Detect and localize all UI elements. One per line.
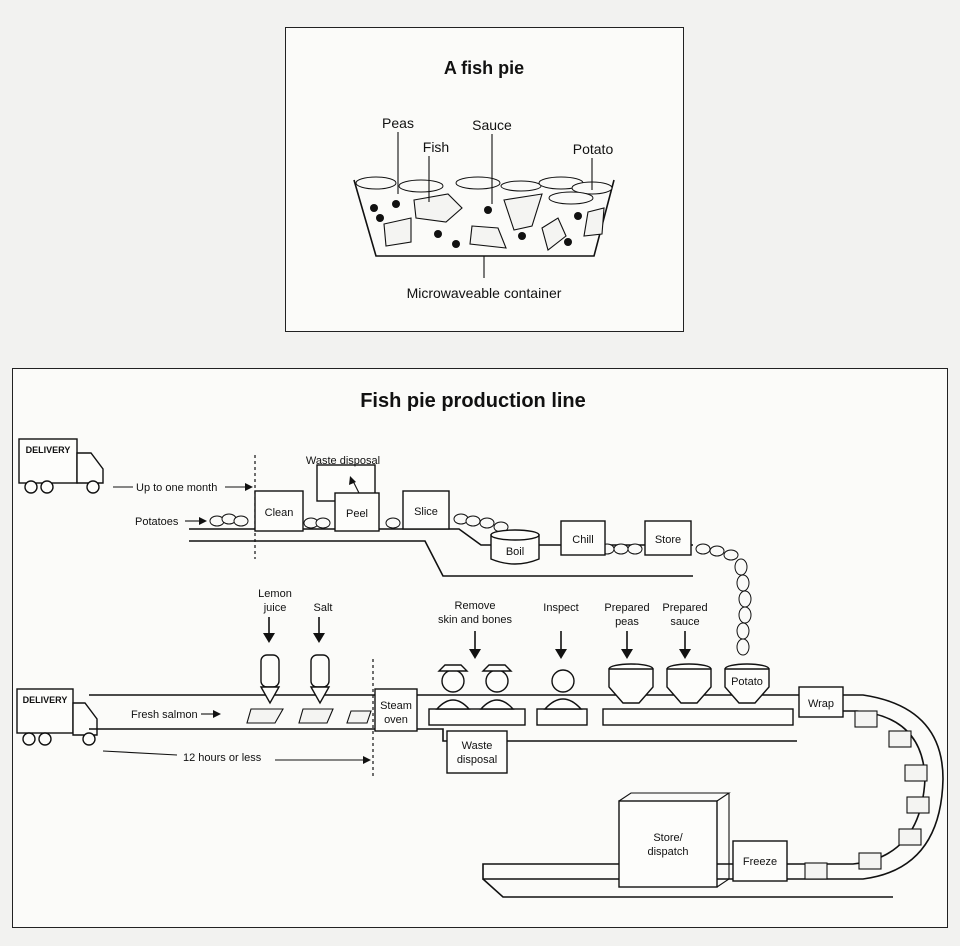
truck-label-potatoes: DELIVERY — [26, 445, 71, 455]
station-wrap — [798, 686, 844, 718]
label-potatoes-input: Potatoes — [135, 516, 179, 528]
label-salmon-waste-2: disposal — [457, 754, 497, 766]
hopper-peas — [608, 663, 654, 704]
label-slice: Slice — [414, 506, 438, 518]
station-store-dispatch — [618, 800, 718, 888]
label-salmon-waste-1: Waste — [462, 740, 493, 752]
station-freeze — [732, 840, 788, 882]
label-sauce-2: sauce — [670, 616, 699, 628]
label-potato: Potato — [573, 141, 614, 157]
label-fish: Fish — [423, 139, 449, 155]
workers-remove — [435, 664, 515, 710]
peas-dots — [370, 200, 582, 248]
station-boil — [490, 529, 540, 565]
potato-blobs — [209, 513, 752, 656]
label-salt: Salt — [314, 602, 333, 614]
label-store-dispatch-1: Store/ — [653, 832, 683, 844]
label-peel: Peel — [346, 508, 368, 520]
label-steam-oven-1: Steam — [380, 700, 412, 712]
hopper-sauce — [666, 663, 712, 704]
fish-pie-title: A fish pie — [444, 58, 524, 78]
label-lemon-juice-1: Lemon — [258, 588, 292, 600]
label-potato-hopper: Potato — [731, 676, 763, 688]
label-potato-waste: Waste disposal — [306, 455, 380, 467]
label-fresh-salmon: Fresh salmon — [131, 709, 198, 721]
station-steam-oven — [374, 688, 418, 732]
salt-dispenser — [309, 654, 331, 705]
label-lemon-juice-2: juice — [263, 602, 287, 614]
microwaveable-container — [353, 179, 615, 257]
label-peas-2: peas — [615, 616, 639, 628]
lemon-juice-dispenser — [259, 654, 281, 705]
fish-pie-diagram: A fish pie — [353, 58, 615, 301]
bench-inspect — [536, 708, 588, 726]
label-peas: Peas — [382, 115, 414, 131]
station-chill — [560, 520, 606, 556]
label-wrap: Wrap — [808, 698, 834, 710]
bench-filling — [602, 708, 794, 726]
label-clean: Clean — [265, 507, 294, 519]
label-12-hours: 12 hours or less — [183, 752, 262, 764]
bench-remove — [428, 708, 526, 726]
label-sauce: Sauce — [472, 117, 512, 133]
label-remove-1: Remove — [455, 600, 496, 612]
wrapped-pies — [804, 710, 930, 880]
station-peel — [334, 492, 380, 532]
label-chill: Chill — [572, 534, 593, 546]
label-remove-2: skin and bones — [438, 614, 512, 626]
salmon-waste-disposal — [446, 730, 508, 774]
station-slice — [402, 490, 450, 530]
production-line-diagram: Fish pie production line DELIVERY Up to … — [16, 390, 944, 898]
station-store — [644, 520, 692, 556]
label-up-to-one-month: Up to one month — [136, 482, 217, 494]
label-freeze: Freeze — [743, 856, 777, 868]
label-store: Store — [655, 534, 681, 546]
label-boil: Boil — [506, 546, 524, 558]
label-inspect: Inspect — [543, 602, 578, 614]
potato-slices — [355, 176, 613, 205]
delivery-truck-potatoes: DELIVERY — [18, 438, 104, 494]
fish-pieces — [383, 193, 605, 251]
station-clean — [254, 490, 304, 532]
production-line-title: Fish pie production line — [360, 390, 586, 412]
salmon-pieces — [246, 708, 372, 724]
fish-pie-panel: A fish pie — [285, 27, 684, 332]
hopper-potato — [724, 663, 770, 704]
label-peas-1: Prepared — [604, 602, 649, 614]
truck-label-salmon: DELIVERY — [23, 695, 68, 705]
label-store-dispatch-2: dispatch — [648, 846, 689, 858]
label-steam-oven-2: oven — [384, 714, 408, 726]
worker-inspect — [543, 669, 583, 710]
delivery-truck-salmon: DELIVERY — [16, 688, 98, 746]
production-line-panel: Fish pie production line DELIVERY Up to … — [12, 368, 948, 928]
label-container: Microwaveable container — [407, 285, 562, 301]
label-sauce-1: Prepared — [662, 602, 707, 614]
